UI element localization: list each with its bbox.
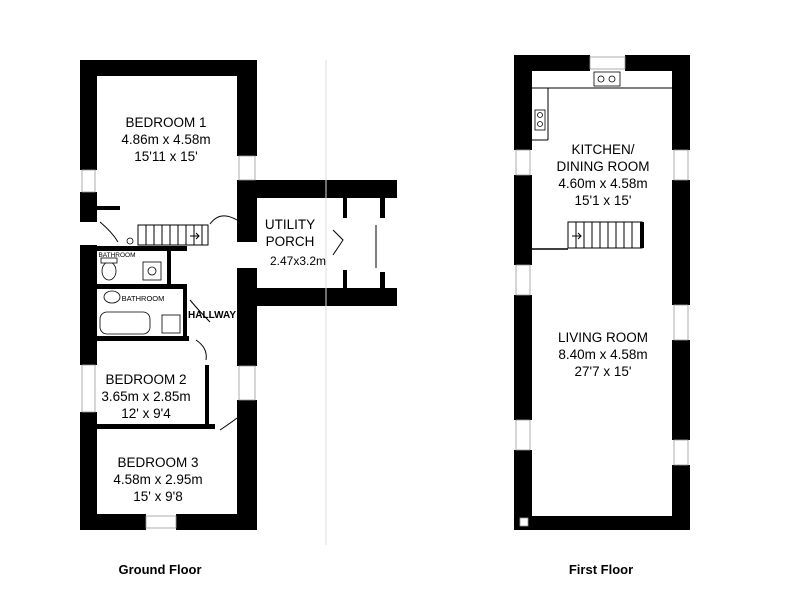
wall-int — [205, 365, 209, 427]
kitchen-name-line1: KITCHEN/ — [571, 142, 634, 157]
wall-east-3 — [672, 340, 690, 440]
utility-metric: 2.47x3.2m — [270, 254, 326, 268]
wall-west-3 — [514, 295, 532, 420]
first-floor-plan — [514, 55, 690, 530]
window-east-2 — [238, 365, 256, 401]
utility-partition-a — [343, 198, 347, 218]
wall-east-lower — [237, 400, 257, 530]
window-west-a — [515, 149, 531, 176]
bedroom3-imperial: 15' x 9'8 — [133, 489, 182, 504]
wall-east-mid — [237, 180, 257, 242]
wall-west-1 — [514, 55, 532, 150]
wall-west-4 — [514, 450, 532, 530]
bedroom1-imperial: 15'11 x 15' — [134, 149, 197, 164]
wall-int — [97, 284, 187, 289]
wall-east-1 — [672, 55, 690, 150]
bathroom-label: BATHROOM — [122, 294, 165, 303]
bedroom1-name: BEDROOM 1 — [125, 115, 206, 130]
wall-int — [97, 336, 189, 341]
kitchen-name-line2: DINING ROOM — [557, 159, 650, 174]
kitchen-metric: 4.60m x 4.58m — [558, 176, 647, 191]
wall-int — [97, 246, 187, 251]
wall-west-bath — [80, 245, 97, 365]
utility-name-line2: PORCH — [266, 234, 315, 249]
wall-west-lower — [80, 412, 97, 530]
wall-int — [167, 251, 171, 284]
living-metric: 8.40m x 4.58m — [558, 347, 647, 362]
utility-name-line1: UTILITY — [265, 217, 315, 232]
wall-int — [97, 206, 120, 210]
utility-wall-east-b — [380, 272, 385, 288]
bathroom-fixtures — [99, 237, 181, 335]
window-south — [145, 515, 177, 529]
window-east-b — [673, 304, 689, 341]
window-east-1 — [238, 155, 256, 181]
kitchen-counters — [532, 71, 672, 141]
living-imperial: 27'7 x 15' — [575, 364, 632, 379]
bedroom2-imperial: 12' x 9'4 — [121, 406, 171, 421]
utility-wall-east-a — [380, 198, 385, 218]
utility-wall-north — [257, 180, 397, 198]
window-north — [589, 56, 626, 70]
wall-west-mid — [80, 192, 97, 222]
bathroom-small-label: BATHROOM — [98, 252, 135, 259]
wall-north — [80, 60, 257, 76]
bedroom3-metric: 4.58m x 2.95m — [113, 472, 202, 487]
utility-wall-south — [257, 288, 397, 306]
wall-int — [183, 289, 187, 339]
window-west-c — [515, 419, 531, 451]
window-west-2 — [81, 364, 96, 413]
south-vent — [519, 517, 529, 527]
wall-south — [514, 516, 690, 530]
window-east-c — [673, 439, 689, 466]
window-east-a — [673, 149, 689, 181]
wall-east-4 — [672, 465, 690, 530]
utility-partition-b — [343, 270, 347, 288]
window-west-b — [515, 264, 531, 296]
bedroom1-metric: 4.86m x 4.58m — [121, 132, 210, 147]
window-west-1 — [81, 169, 96, 193]
wall-int — [97, 424, 215, 429]
living-name: LIVING ROOM — [558, 330, 648, 345]
kitchen-imperial: 15'1 x 15' — [575, 193, 632, 208]
hallway-label: HALLWAY — [188, 310, 236, 321]
wall-east-upper — [237, 60, 257, 156]
wall-north-left — [514, 55, 590, 71]
wall-south-left — [80, 514, 146, 530]
first-stairs — [532, 221, 644, 250]
door-swings-ground — [99, 215, 238, 431]
ground-floor-plan — [80, 60, 397, 545]
wall-west-upper — [80, 60, 97, 170]
first-floor-caption: First Floor — [569, 562, 633, 577]
ground-floor-caption: Ground Floor — [118, 562, 201, 577]
wall-east-2 — [672, 180, 690, 305]
utility-door-swing — [332, 229, 344, 256]
bedroom3-name: BEDROOM 3 — [117, 455, 198, 470]
wall-east-hall — [237, 268, 257, 366]
bedroom2-name: BEDROOM 2 — [105, 372, 186, 387]
ground-stairs — [137, 224, 209, 246]
bedroom2-metric: 3.65m x 2.85m — [101, 389, 190, 404]
wall-south-right — [176, 514, 257, 530]
wall-west-2 — [514, 175, 532, 265]
